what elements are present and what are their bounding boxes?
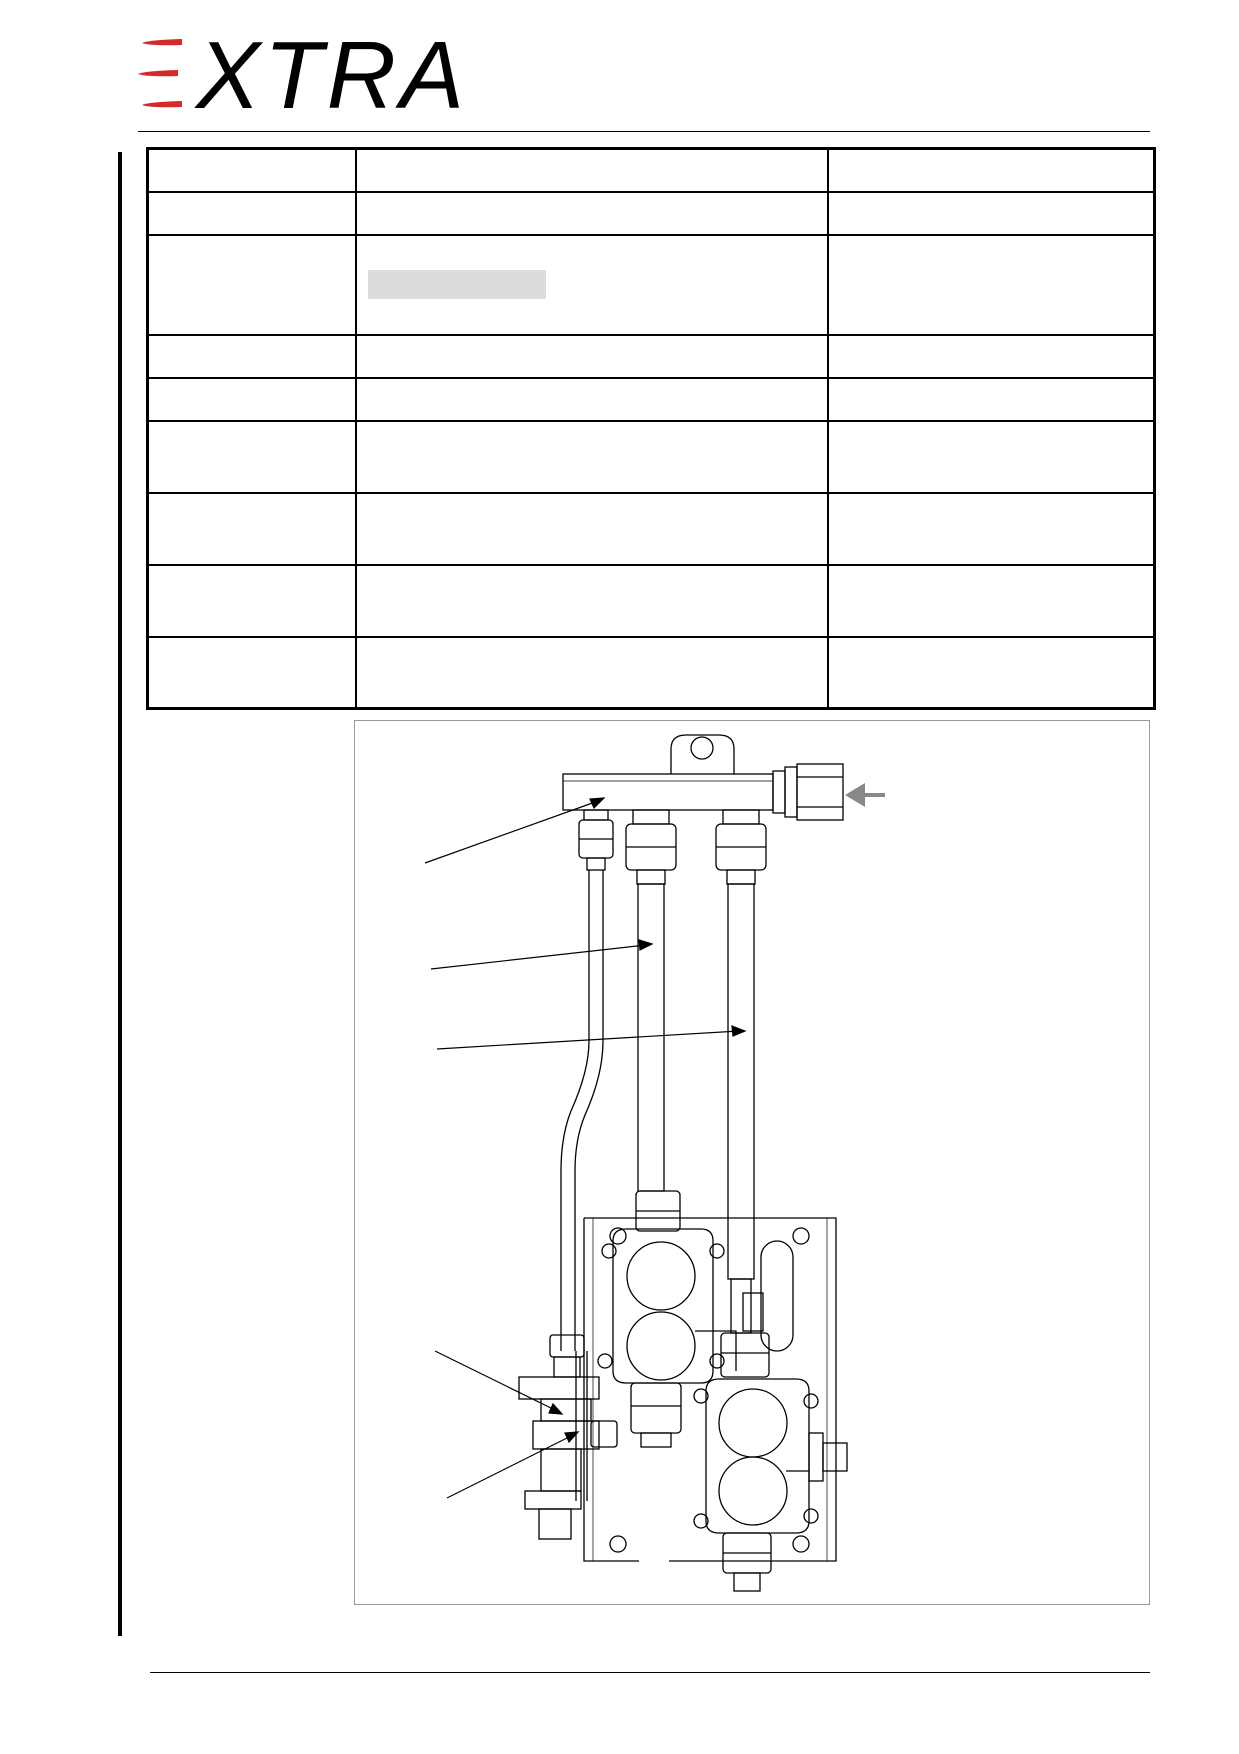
change-bar (118, 152, 122, 1636)
figure-frame (354, 720, 1150, 1605)
table-cell (146, 635, 357, 710)
valve-lower (693, 1378, 848, 1592)
table-cell (826, 491, 1156, 566)
fitting-right (715, 809, 767, 885)
table-cell (826, 563, 1156, 638)
valve-upper (597, 1190, 737, 1448)
table-cell (146, 563, 357, 638)
inlet-nut (796, 763, 844, 821)
lug-bolt (690, 736, 714, 760)
callout-tube-1 (430, 944, 647, 970)
table-cell (354, 491, 829, 566)
table-cell (146, 147, 357, 193)
bracket-assembly (518, 1334, 618, 1540)
table-cell (146, 333, 357, 379)
table-row (146, 419, 1156, 494)
table-cell (146, 233, 357, 336)
table-row (146, 491, 1156, 566)
callout-manifold (424, 800, 599, 864)
table-cell (826, 147, 1156, 193)
callout-leaders (424, 797, 747, 1499)
table-cell (146, 376, 357, 422)
fitting-middle (625, 809, 677, 885)
table-cell (354, 190, 829, 236)
footer-rule (150, 1672, 1150, 1673)
fuel-manifold-diagram (424, 734, 885, 1592)
bent-tube (560, 870, 590, 1351)
logo-text: XTRA (194, 30, 468, 116)
tube-middle (637, 883, 665, 1192)
table-cell (146, 419, 357, 494)
table-cell (826, 190, 1156, 236)
table-cell (354, 147, 829, 193)
table-cell (354, 635, 829, 710)
redacted-field (367, 270, 546, 299)
fitting-left (578, 809, 614, 871)
table-cell (354, 376, 829, 422)
table-cell (826, 333, 1156, 379)
table-row (146, 635, 1156, 710)
callout-clamp (446, 1434, 574, 1499)
table-cell (354, 563, 829, 638)
table-row (146, 147, 1156, 193)
inlet-fitting (772, 770, 786, 814)
table-cell (826, 233, 1156, 336)
table-cell (354, 333, 829, 379)
extra-logo: XTRA (138, 30, 468, 116)
table-cell (826, 376, 1156, 422)
mounting-plate (583, 1217, 837, 1562)
table-cell (354, 419, 829, 494)
table-cell (826, 419, 1156, 494)
tube-right (727, 883, 755, 1280)
table-row (146, 333, 1156, 379)
table-row (146, 376, 1156, 422)
callout-tube-2 (436, 1030, 740, 1050)
header-rule (138, 131, 1150, 132)
table-cell (146, 190, 357, 236)
table-cell (354, 233, 829, 336)
table-row (146, 190, 1156, 236)
table-cell (826, 635, 1156, 710)
mounting-lug (670, 734, 735, 774)
task-table (146, 147, 1156, 710)
callout-bracket (434, 1350, 558, 1412)
table-cell (146, 491, 357, 566)
table-row (146, 233, 1156, 336)
table-row (146, 563, 1156, 638)
